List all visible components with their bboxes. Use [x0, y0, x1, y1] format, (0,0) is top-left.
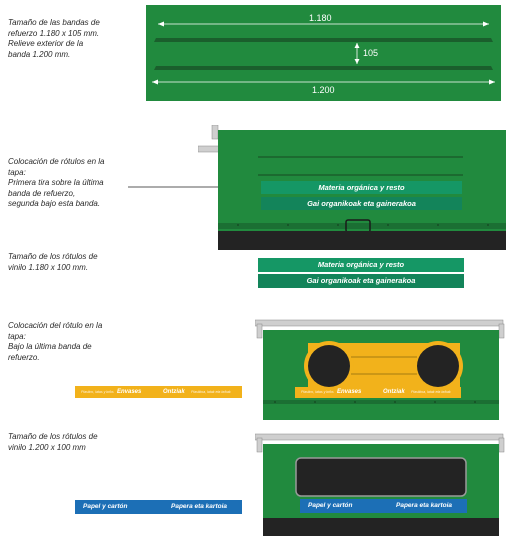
- organic-label-es: Materia orgánica y resto: [261, 181, 462, 194]
- organic-container: Materia orgánica y resto Gai organikoak …: [198, 125, 506, 250]
- envases-eu-2: Ontziak: [383, 389, 405, 395]
- envases-small-eu: Plastikoa, latak eta brikak: [191, 390, 231, 394]
- vinyl-label-es: Materia orgánica y resto: [258, 258, 464, 272]
- caption-band-size: Tamaño de las bandas de refuerzo 1.180 x…: [8, 18, 100, 59]
- paper-es-2: Papel y cartón: [308, 502, 353, 509]
- dim-height-label: 105: [363, 48, 379, 58]
- caption-vinyl-size-2: Tamaño de los rótulos de vinilo 1.200 x …: [8, 432, 98, 452]
- reinforcement-band-diagram: 1.180 105 1.200: [146, 5, 501, 101]
- paper-es: Papel y cartón: [83, 503, 128, 510]
- caption-vinyl-size-1: Tamaño de los rótulos de vinilo 1.180 x …: [8, 252, 98, 272]
- envases-small-eu-2: Plastikoa, latak eta brikak: [411, 390, 451, 394]
- caption-label-placement: Colocación de rótulos en la tapa: Primer…: [8, 157, 105, 208]
- paper-container-label: Papel y cartón Papera eta kartoia: [300, 499, 467, 513]
- paper-vinyl-label: Papel y cartón Papera eta kartoia: [75, 500, 242, 514]
- paper-eu-2: Papera eta kartoia: [396, 502, 453, 509]
- paper-container: Papel y cartón Papera eta kartoia: [255, 432, 506, 536]
- envases-eu: Ontziak: [163, 389, 185, 395]
- envases-es: Envases: [117, 389, 142, 395]
- organic-label-eu: Gai organikoak eta gainerakoa: [261, 197, 462, 210]
- dim-top-label: 1.180: [309, 13, 332, 23]
- paper-container-body: [255, 433, 505, 536]
- vinyl-label-eu: Gai organikoak eta gainerakoa: [258, 274, 464, 288]
- envases-container-body: [255, 319, 505, 420]
- caption-envases-placement: Colocación del rótulo en la tapa: Bajo l…: [8, 321, 103, 362]
- envases-small-es: Plastico, latas y briks: [81, 390, 114, 394]
- dim-bottom-label: 1.200: [312, 85, 335, 95]
- paper-eu: Papera eta kartoia: [171, 503, 228, 510]
- envases-es-2: Envases: [337, 389, 362, 395]
- envases-container-label: Plastico, latas y briks Envases Ontziak …: [295, 387, 461, 398]
- envases-small-es-2: Plastico, latas y briks: [301, 390, 334, 394]
- dimension-lines: [152, 21, 495, 85]
- envases-vinyl-label: Plastico, latas y briks Envases Ontziak …: [75, 386, 242, 398]
- envases-container: Plastico, latas y briks Envases Ontziak …: [255, 318, 506, 424]
